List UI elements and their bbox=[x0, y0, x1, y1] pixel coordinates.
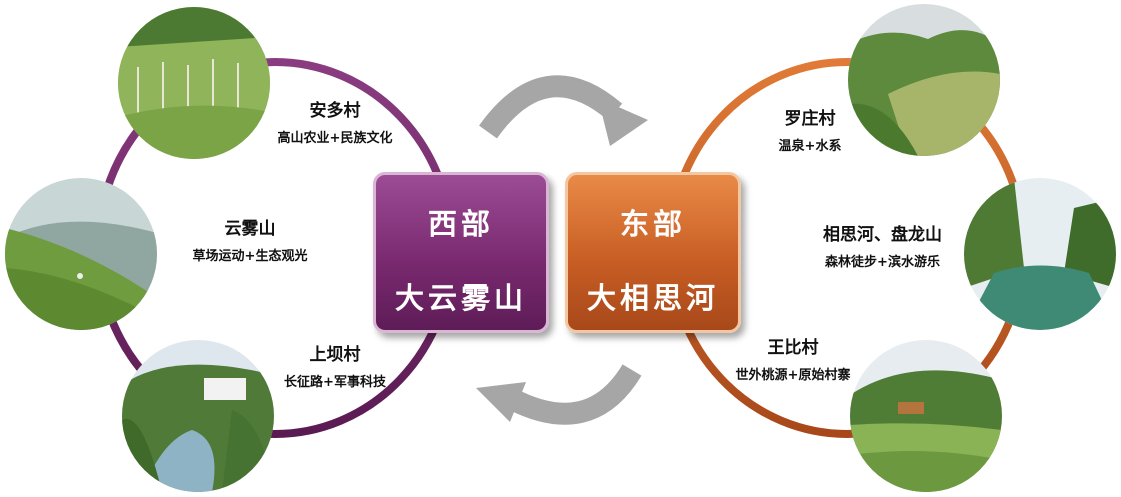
village-name: 相思河、盘龙山 bbox=[823, 225, 942, 245]
village-name: 罗庄村 bbox=[784, 109, 836, 129]
wangbi-village-label: 王比村 世外桃源+原始村寨 bbox=[713, 333, 873, 383]
village-name: 王比村 bbox=[767, 338, 819, 358]
luozhuang-village-label: 罗庄村 温泉+水系 bbox=[750, 104, 870, 154]
west-title: 西部 bbox=[427, 207, 494, 241]
east-title: 东部 bbox=[619, 207, 686, 241]
xiangsi-river-label: 相思河、盘龙山 森林徒步+滨水游乐 bbox=[800, 220, 965, 270]
anduo-village-label: 安多村 高山农业+民族文化 bbox=[255, 96, 415, 146]
village-desc: 世外桃源+原始村寨 bbox=[735, 368, 851, 383]
cycle-arrow-bottom bbox=[476, 364, 642, 425]
luozhuang-village-photo bbox=[848, 4, 1000, 156]
village-desc: 高山农业+民族文化 bbox=[277, 131, 393, 146]
anduo-village-photo bbox=[118, 7, 270, 159]
village-name: 云雾山 bbox=[224, 219, 276, 239]
village-name: 上坝村 bbox=[309, 345, 361, 365]
west-region-tile: 西部 大云雾山 bbox=[373, 172, 549, 333]
village-desc: 温泉+水系 bbox=[778, 139, 842, 154]
east-subtitle: 大相思河 bbox=[586, 281, 719, 315]
west-subtitle: 大云雾山 bbox=[394, 281, 527, 315]
shangba-village-label: 上坝村 长征路+军事科技 bbox=[260, 340, 410, 390]
wangbi-village-photo bbox=[850, 340, 1002, 492]
yunwu-mountain-label: 云雾山 草场运动+生态观光 bbox=[160, 214, 340, 264]
east-region-tile: 东部 大相思河 bbox=[565, 172, 741, 333]
village-desc: 长征路+军事科技 bbox=[284, 375, 386, 390]
village-desc: 草场运动+生态观光 bbox=[192, 249, 308, 264]
xiangsi-river-photo bbox=[964, 178, 1116, 330]
cycle-arrow-top bbox=[479, 75, 648, 146]
village-desc: 森林徒步+滨水游乐 bbox=[825, 255, 940, 270]
village-name: 安多村 bbox=[309, 101, 361, 121]
yunwu-mountain-photo bbox=[5, 178, 157, 330]
shangba-village-photo bbox=[122, 340, 274, 492]
